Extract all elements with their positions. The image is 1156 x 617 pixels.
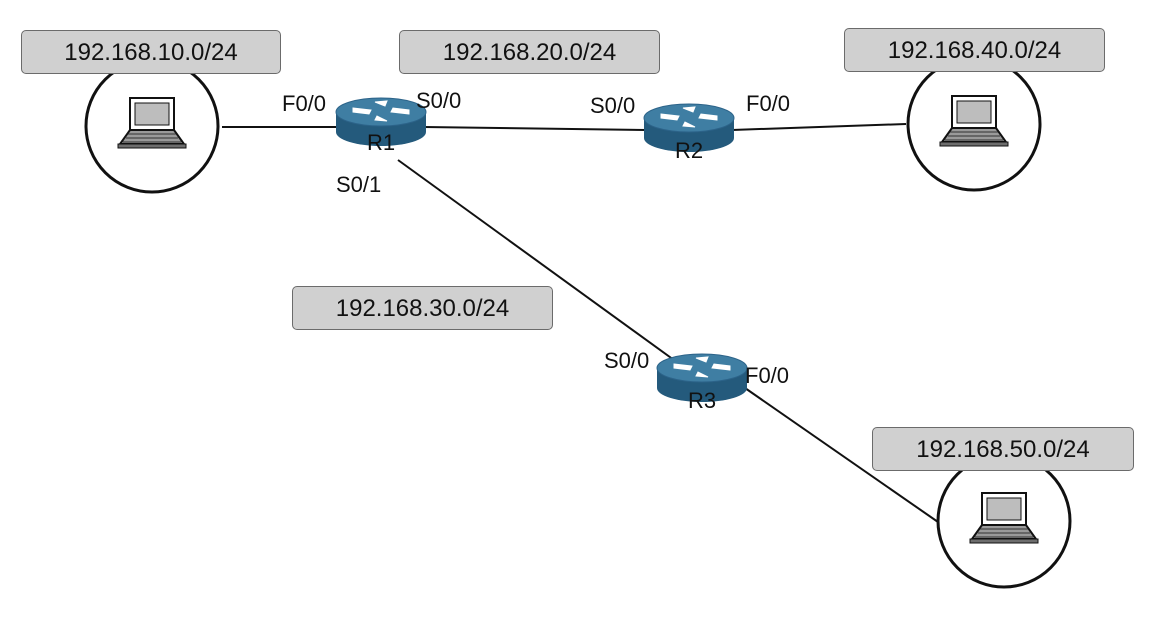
network-label-10: 192.168.10.0/24 <box>21 30 281 74</box>
r3-f00-label: F0/0 <box>745 363 789 388</box>
network-label-20: 192.168.20.0/24 <box>399 30 660 74</box>
router-r3-name: R3 <box>688 388 716 413</box>
pc-1 <box>84 58 220 194</box>
r1-s00-label: S0/0 <box>416 88 461 113</box>
pc-3 <box>936 453 1072 589</box>
link-r1-r3 <box>397 159 686 369</box>
link-r1-r2 <box>423 126 647 131</box>
r1-f00-label: F0/0 <box>282 91 326 116</box>
router-r3: R3 <box>656 353 748 413</box>
r1-s01-label: S0/1 <box>336 172 381 197</box>
router-r2-name: R2 <box>675 138 703 163</box>
pc-2 <box>906 56 1042 192</box>
router-r1-name: R1 <box>367 130 395 155</box>
r2-f00-label: F0/0 <box>746 91 790 116</box>
links <box>222 123 939 523</box>
interface-labels: F0/0 S0/0 S0/1 S0/0 F0/0 S0/0 F0/0 <box>282 88 790 388</box>
link-r2-pc2 <box>731 123 907 131</box>
network-label-40: 192.168.40.0/24 <box>844 28 1105 72</box>
router-r1: R1 <box>335 97 427 155</box>
r2-s00-label: S0/0 <box>590 93 635 118</box>
network-label-50: 192.168.50.0/24 <box>872 427 1134 471</box>
link-r3-pc3 <box>744 387 939 523</box>
r3-s00-label: S0/0 <box>604 348 649 373</box>
router-r2: R2 <box>643 103 735 163</box>
network-label-30: 192.168.30.0/24 <box>292 286 553 330</box>
